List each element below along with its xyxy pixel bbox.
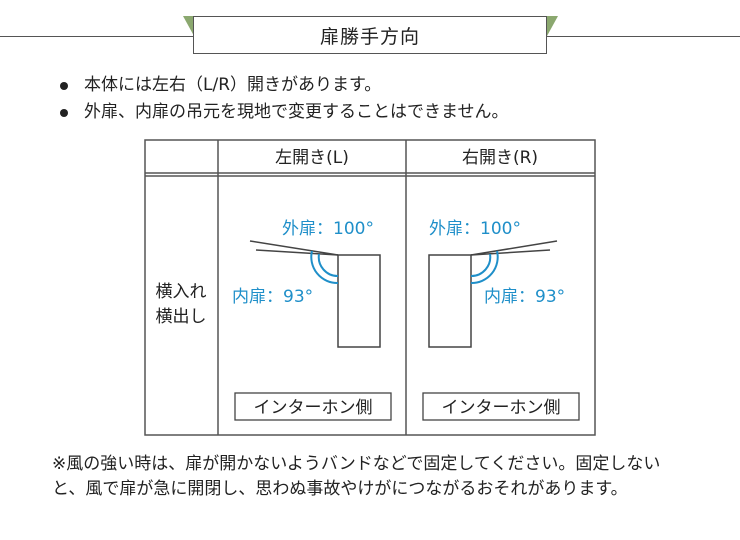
angle-arc-outer-left <box>310 250 339 285</box>
outer-door-angle-left: 外扉：100° <box>282 219 374 239</box>
angle-arc-outer-right <box>470 250 499 285</box>
row-label-line-2: 横出し <box>156 307 207 327</box>
inner-door-line-right <box>470 249 551 256</box>
intercom-box-right <box>422 392 580 421</box>
bullet-item-1: 本体には左右（L/R）開きがあります。 <box>52 72 509 99</box>
safety-note: ※風の強い時は、扉が開かないようバンドなどで固定してください。固定しないと、風で… <box>52 454 661 499</box>
column-header-right: 右開き(R) <box>462 148 538 168</box>
angle-arc-inner-left <box>317 253 339 278</box>
header-accent-right <box>547 16 558 36</box>
row-label-line-1: 横入れ <box>156 282 207 302</box>
outer-door-line-left <box>249 240 339 256</box>
inner-door-angle-right: 内扉：93° <box>484 287 565 307</box>
intercom-box-left <box>234 392 392 421</box>
right-door-drawing: 外扉：100° 内扉：93° インターホン側 <box>422 219 580 421</box>
intercom-label-left: インターホン側 <box>254 398 373 418</box>
angle-arc-inner-right <box>470 253 492 278</box>
cabinet-body-left <box>337 254 381 348</box>
left-door-drawing: 外扉：100° 内扉：93° インターホン側 <box>232 219 392 421</box>
table-grid <box>144 139 596 436</box>
intercom-label-right: インターホン側 <box>442 398 561 418</box>
outer-door-line-right <box>470 240 558 256</box>
header-rule-left <box>0 36 193 37</box>
bullet-list: 本体には左右（L/R）開きがあります。 外扉、内扉の吊元を現地で変更することはで… <box>52 72 509 126</box>
outer-door-angle-right: 外扉：100° <box>429 219 521 239</box>
header-rule-right <box>547 36 740 37</box>
inner-door-line-left <box>255 249 339 256</box>
cabinet-body-right <box>428 254 472 348</box>
inner-door-angle-left: 内扉：93° <box>232 287 313 307</box>
column-header-left: 左開き(L) <box>275 148 349 168</box>
header-accent-left <box>183 16 194 36</box>
page-title: 扉勝手方向 <box>193 16 547 54</box>
bullet-item-2: 外扉、内扉の吊元を現地で変更することはできません。 <box>52 99 509 126</box>
